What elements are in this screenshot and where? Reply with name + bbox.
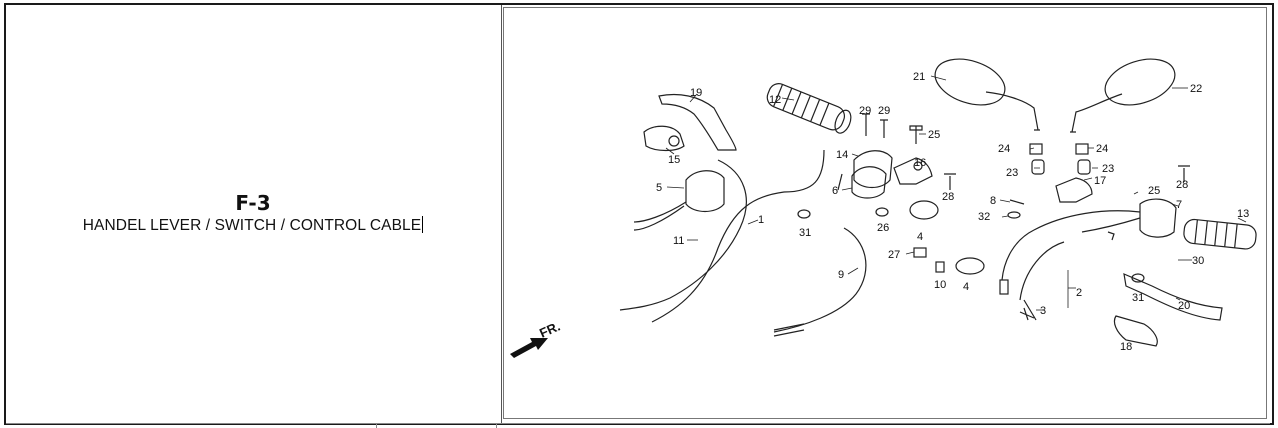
part-mirror-left (934, 58, 1006, 106)
part-left-switch (685, 170, 725, 213)
callout-18: 18 (1120, 341, 1132, 353)
row-separator (376, 424, 377, 428)
callout-4a: 4 (917, 231, 923, 243)
diagram-svg: FR. 19 12 21 22 29 29 25 15 14 16 24 24 … (510, 58, 1257, 358)
part-throttle-grip (766, 83, 852, 134)
page-frame (4, 3, 1274, 425)
part-lever-holder-right (893, 157, 933, 185)
callout-28a: 28 (1176, 179, 1188, 191)
callout-23b: 23 (1102, 163, 1114, 175)
section-description[interactable]: HANDEL LEVER / SWITCH / CONTROL CABLE (6, 215, 500, 237)
callout-24a: 24 (998, 143, 1010, 155)
part-clutch-lever (658, 93, 737, 151)
part-cable-9 (773, 227, 867, 333)
callout-22: 22 (1190, 83, 1202, 95)
callout-28b: 28 (942, 191, 954, 203)
title-block: F-3 HANDEL LEVER / SWITCH / CONTROL CABL… (6, 191, 500, 237)
row-separator (496, 424, 497, 428)
part-mirror-right (1104, 58, 1176, 106)
part-throttle-housing (853, 150, 893, 189)
description-text: HANDEL LEVER / SWITCH / CONTROL CABLE (82, 217, 422, 234)
callout-14: 14 (836, 149, 848, 161)
callout-29a: 29 (859, 105, 871, 117)
part-brake-lever-right (1123, 273, 1223, 321)
callout-4b: 4 (963, 281, 969, 293)
callout-26: 26 (877, 222, 889, 234)
callout-13: 13 (1237, 208, 1249, 220)
callout-21: 21 (913, 71, 925, 83)
callout-17: 17 (1094, 175, 1106, 187)
part-clutch-cable (619, 159, 747, 311)
callout-9: 9 (838, 269, 844, 281)
callout-25b: 25 (1148, 185, 1160, 197)
front-direction-arrow: FR. (510, 319, 562, 358)
text-caret (422, 216, 424, 233)
part-right-grip (1183, 218, 1257, 250)
part-lever-holder-left (643, 125, 685, 152)
callout-8: 8 (990, 195, 996, 207)
callout-3: 3 (1040, 305, 1046, 317)
callout-15: 15 (668, 154, 680, 166)
direction-label: FR. (537, 319, 562, 341)
next-table-row (6, 423, 1270, 428)
callout-12: 12 (769, 94, 781, 106)
section-code: F-3 (235, 191, 271, 215)
callout-27: 27 (888, 249, 900, 261)
cell-divider (501, 5, 502, 423)
callout-25a: 25 (928, 129, 940, 141)
callout-29b: 29 (878, 105, 890, 117)
callout-16: 16 (914, 157, 926, 169)
callout-31a: 31 (799, 227, 811, 239)
part-lever-cover (1113, 315, 1158, 347)
title-cell: F-3 HANDEL LEVER / SWITCH / CONTROL CABL… (6, 5, 500, 423)
callout-numbers: 19 12 21 22 29 29 25 15 14 16 24 24 23 2… (656, 71, 1249, 353)
exploded-parts-diagram: FR. 19 12 21 22 29 29 25 15 14 16 24 24 … (503, 7, 1267, 419)
callout-20: 20 (1178, 300, 1190, 312)
callout-19: 19 (690, 87, 702, 99)
callout-10: 10 (934, 279, 946, 291)
callout-11: 11 (673, 235, 684, 247)
callout-2: 2 (1076, 287, 1082, 299)
callout-6: 6 (832, 185, 838, 197)
part-throttle-cable (651, 149, 825, 323)
callout-24b: 24 (1096, 143, 1108, 155)
part-wire-harness (1001, 210, 1141, 281)
callout-32: 32 (978, 211, 990, 223)
part-right-switch (1139, 198, 1177, 238)
callout-1: 1 (758, 214, 764, 226)
callout-7: 7 (1176, 199, 1182, 211)
callout-23a: 23 (1006, 167, 1018, 179)
callout-31b: 31 (1132, 292, 1144, 304)
part-right-switch-housing (851, 166, 887, 199)
callout-5: 5 (656, 182, 662, 194)
callout-30: 30 (1192, 255, 1204, 267)
